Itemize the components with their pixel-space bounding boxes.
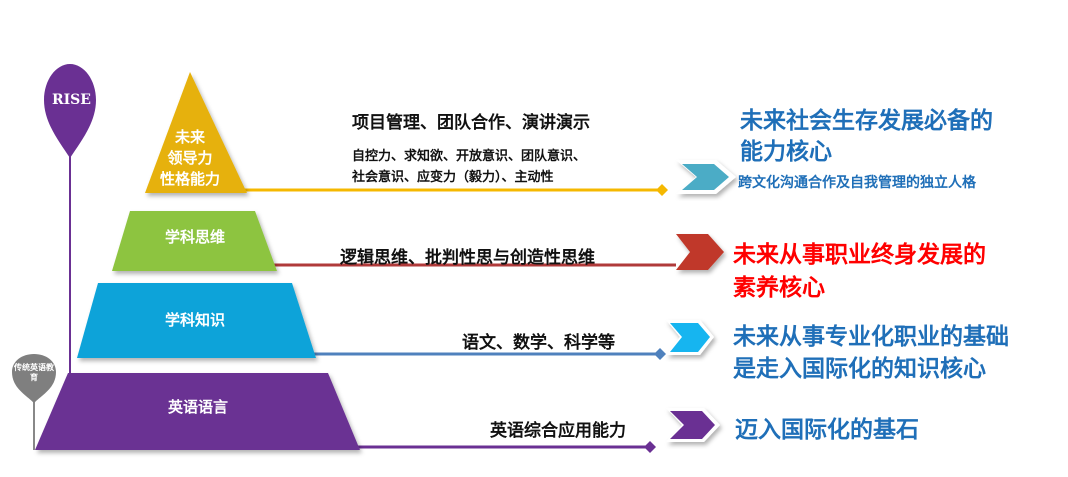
chevron-icon: [670, 323, 710, 352]
knowledge-diamond: [654, 348, 666, 360]
knowledge-detail: 语文、数学、科学等: [462, 333, 615, 353]
label-line: 未来: [174, 128, 205, 146]
traditional-label: 传统英语教育: [14, 362, 54, 382]
outcome-leadership-sub: 跨文化沟通合作及自我管理的独立人格: [738, 175, 976, 191]
thinking-detail: 逻辑思维、批判性思与创造性思维: [340, 248, 595, 268]
chevron-icon: [682, 164, 729, 190]
level-knowledge-shape: [77, 283, 316, 358]
language-diamond: [644, 441, 656, 453]
outcome-knowledge-2: 是走入国际化的知识核心: [733, 355, 986, 382]
outcome-knowledge-1: 未来从事专业化职业的基础: [733, 323, 1009, 350]
chevron-icon: [670, 411, 715, 439]
label-line: 领导力: [167, 149, 213, 167]
level-leadership-label: 未来 领导力 性格能力: [160, 127, 220, 190]
leadership-diamond: [656, 184, 668, 196]
level-thinking-shape: [112, 211, 277, 271]
leadership-traits-2: 社会意识、应变力（毅力）、主动性: [352, 170, 554, 185]
outcome-language: 迈入国际化的基石: [735, 416, 919, 443]
level-language-label: 英语语言: [167, 398, 228, 416]
outcome-thinking-2: 素养核心: [733, 274, 825, 301]
label-line: 性格能力: [160, 170, 221, 188]
outcome-leadership-2: 能力核心: [740, 138, 832, 165]
level-knowledge-label: 学科知识: [164, 311, 225, 329]
rise-label: RISE: [52, 92, 91, 108]
traditional-pin-icon: [12, 354, 56, 403]
rise-pin-icon: [44, 64, 96, 158]
level-leadership-shape: [145, 72, 247, 193]
language-detail: 英语综合应用能力: [490, 421, 626, 441]
outcome-thinking-1: 未来从事职业终身发展的: [733, 241, 986, 268]
leadership-traits-1: 自控力、求知欲、开放意识、团队意识、: [352, 149, 587, 164]
level-language-shape: [35, 373, 360, 450]
outcome-leadership-1: 未来社会生存发展必备的: [740, 107, 993, 134]
leadership-title: 项目管理、团队合作、演讲演示: [352, 113, 590, 133]
level-thinking-label: 学科思维: [164, 228, 225, 246]
chevron-icon: [676, 234, 724, 270]
